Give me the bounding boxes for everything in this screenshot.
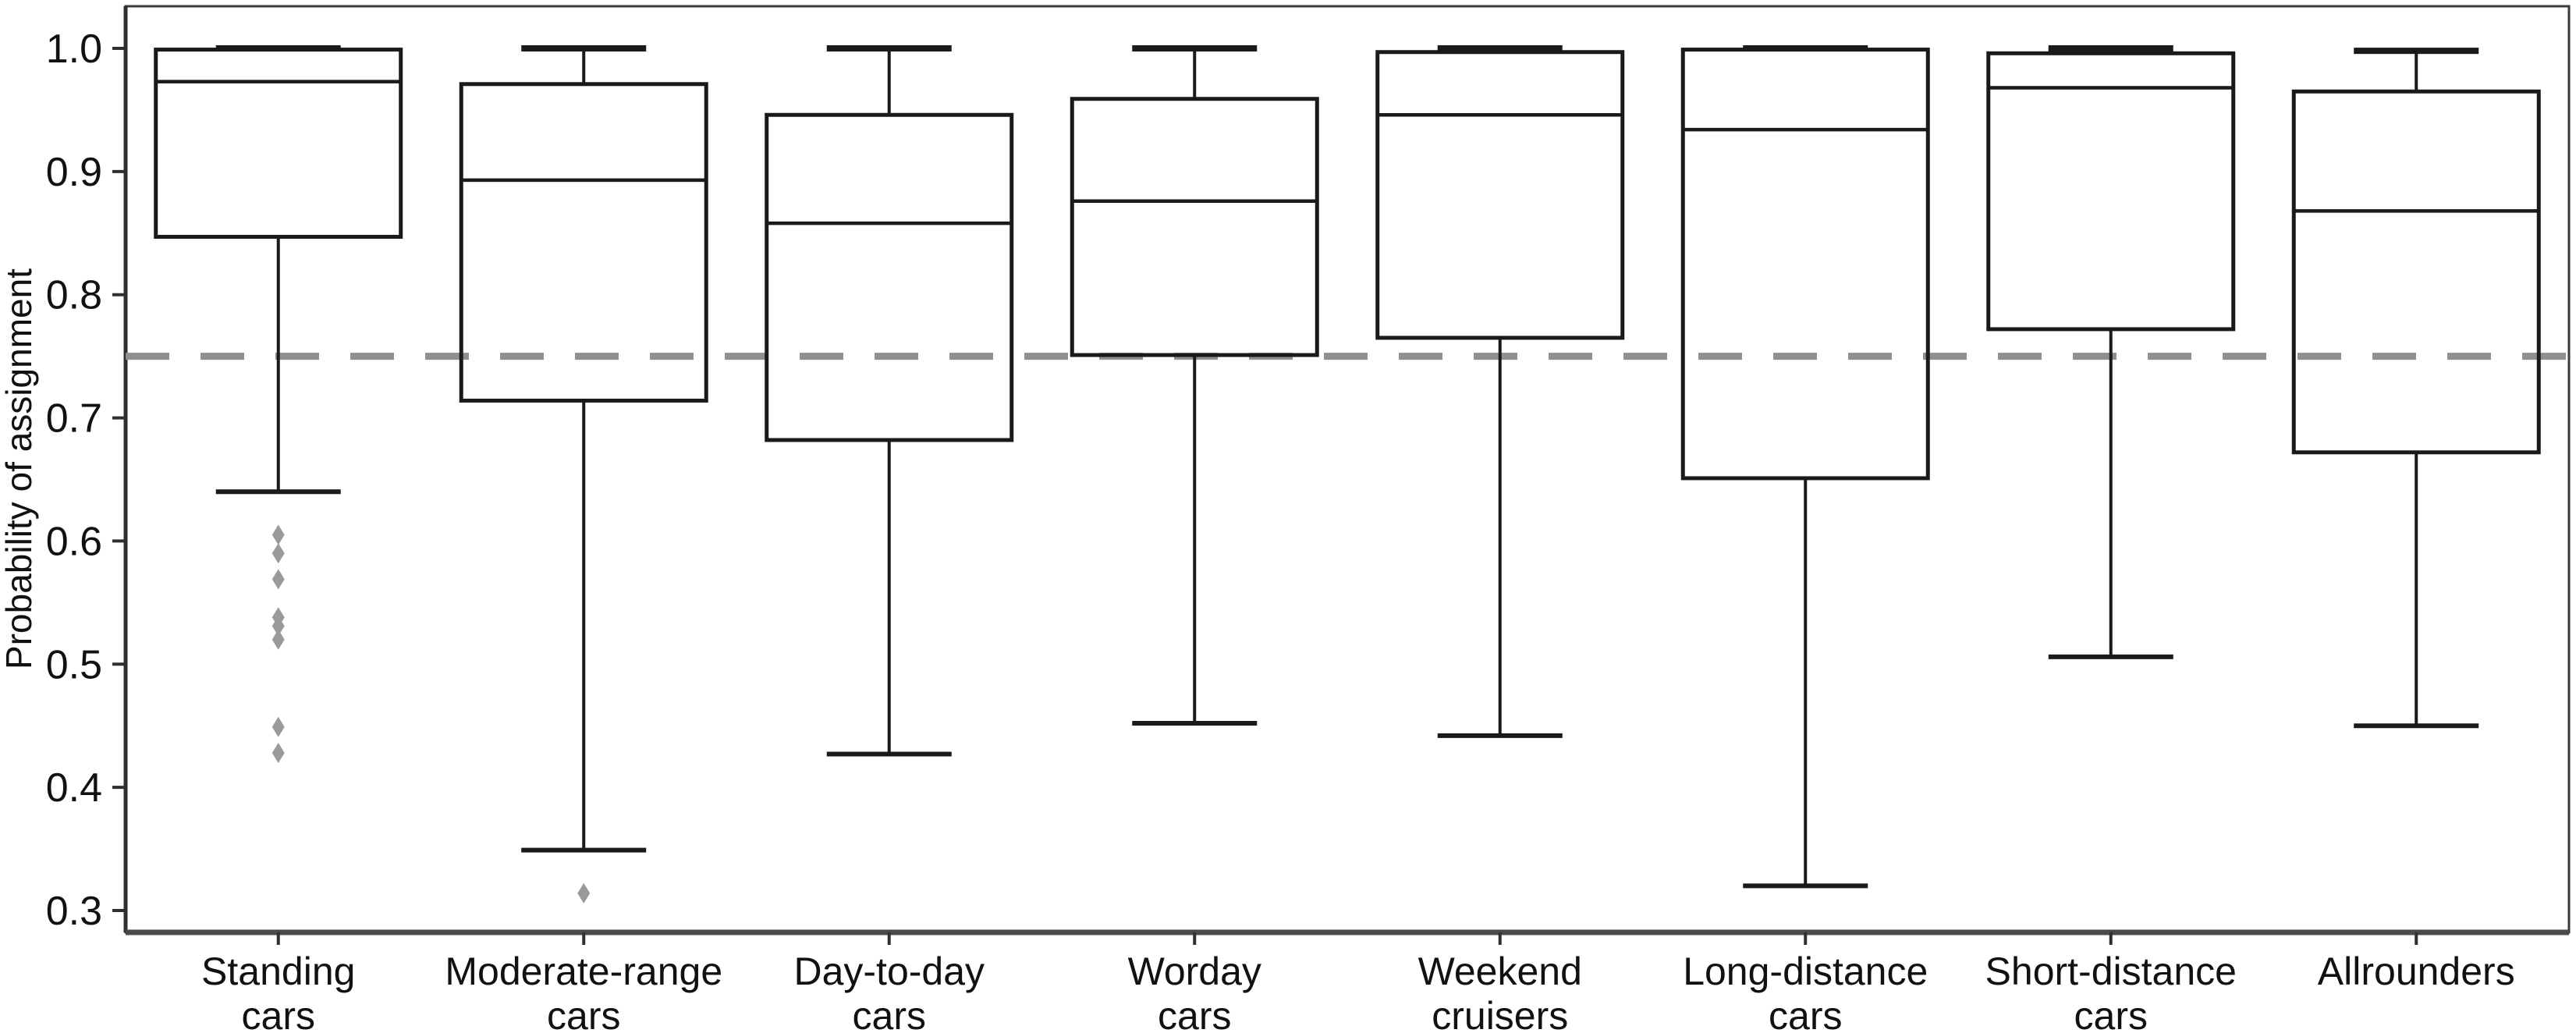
outlier-point	[271, 543, 285, 564]
box-rect	[765, 112, 1014, 442]
outlier-point	[271, 716, 285, 737]
y-tick-label: 0.9	[46, 150, 102, 195]
outlier-point	[271, 629, 285, 650]
box-plot-short-distance-cars	[1986, 45, 2236, 659]
y-tick-label: 1.0	[46, 27, 102, 72]
y-tick-label: 0.4	[46, 765, 102, 811]
outlier-point	[271, 616, 285, 637]
box-rect	[2291, 89, 2541, 455]
box-plot-moderate-range-cars	[459, 45, 708, 903]
y-tick-label: 0.6	[46, 519, 102, 564]
y-tick-label: 0.5	[46, 642, 102, 687]
box-plot-worday-cars	[1070, 45, 1319, 726]
box-plot-day-to-day-cars	[765, 45, 1014, 757]
box-rect	[1986, 51, 2236, 332]
x-tick-label: Allrounders	[2318, 950, 2515, 993]
box-plot-allrounders	[2291, 48, 2541, 729]
outlier-point	[271, 569, 285, 590]
box-rect	[1680, 48, 1930, 481]
y-tick-label: 0.3	[46, 889, 102, 934]
plot-border	[124, 5, 2571, 934]
box-plot-weekend-cruisers	[1375, 45, 1625, 738]
outlier-point	[271, 524, 285, 545]
box-plot-standing-cars	[154, 45, 403, 763]
box-plot-long-distance-cars	[1680, 45, 1930, 889]
y-axis-title: Probability of assignment	[0, 268, 39, 669]
y-tick-label: 0.8	[46, 273, 102, 318]
box-rect	[459, 82, 708, 403]
box-rect	[154, 48, 403, 240]
outlier-point	[271, 742, 285, 763]
box-rect	[1070, 97, 1319, 357]
outlier-point	[577, 882, 591, 903]
box-rect	[1375, 50, 1625, 340]
y-tick-label: 0.7	[46, 396, 102, 442]
